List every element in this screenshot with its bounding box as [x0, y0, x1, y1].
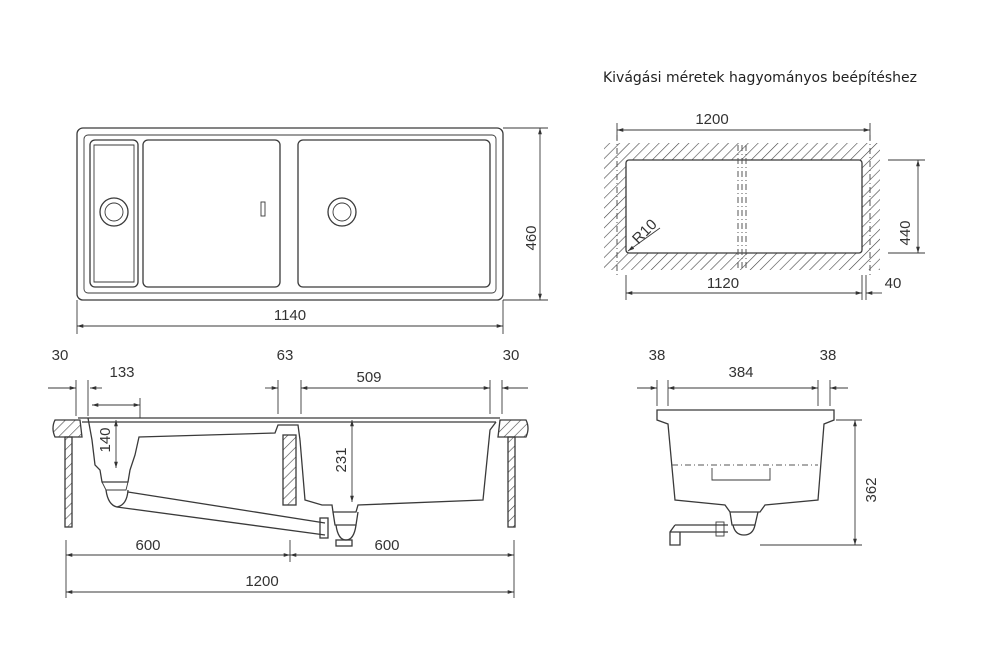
sink-side-view — [48, 380, 529, 598]
right-cabinet-label: 600 — [374, 537, 399, 554]
drainer-area — [142, 139, 281, 288]
cutout-depth-label: 440 — [897, 220, 914, 245]
divider-label: 63 — [277, 347, 294, 364]
drain-icon — [99, 197, 129, 227]
end-right-rim-label: 38 — [820, 347, 837, 364]
small-bowl-depth-label: 140 — [97, 427, 114, 452]
small-bowl — [89, 139, 139, 288]
left-cabinet-label: 600 — [135, 537, 160, 554]
top-depth-label: 460 — [523, 225, 540, 250]
right-rim-label: 30 — [503, 347, 520, 364]
total-width-label: 1200 — [245, 573, 278, 590]
sink-end-view — [637, 380, 862, 546]
cutout-margin-label: 40 — [885, 275, 902, 292]
drain-icon — [327, 197, 357, 227]
sink-top-view — [76, 127, 548, 334]
cutout-width-label: 1200 — [695, 111, 728, 128]
end-left-rim-label: 38 — [649, 347, 666, 364]
main-bowl — [297, 139, 491, 288]
end-bowl-width-label: 384 — [728, 364, 753, 381]
drawing-title: Kivágási méretek hagyományos beépítéshez — [603, 70, 917, 86]
top-width-label: 1140 — [274, 307, 306, 324]
cutout-inner-width-label: 1120 — [707, 275, 739, 292]
left-rim-label: 30 — [52, 347, 69, 364]
overflow-icon — [260, 201, 266, 217]
main-bowl-depth-label: 231 — [333, 447, 350, 472]
main-bowl-width-label: 509 — [356, 369, 381, 386]
end-depth-label: 362 — [863, 477, 880, 502]
small-bowl-width-label: 133 — [109, 364, 134, 381]
cutout-diagram — [604, 123, 925, 300]
cutout-radius-label: R10 — [629, 216, 660, 247]
